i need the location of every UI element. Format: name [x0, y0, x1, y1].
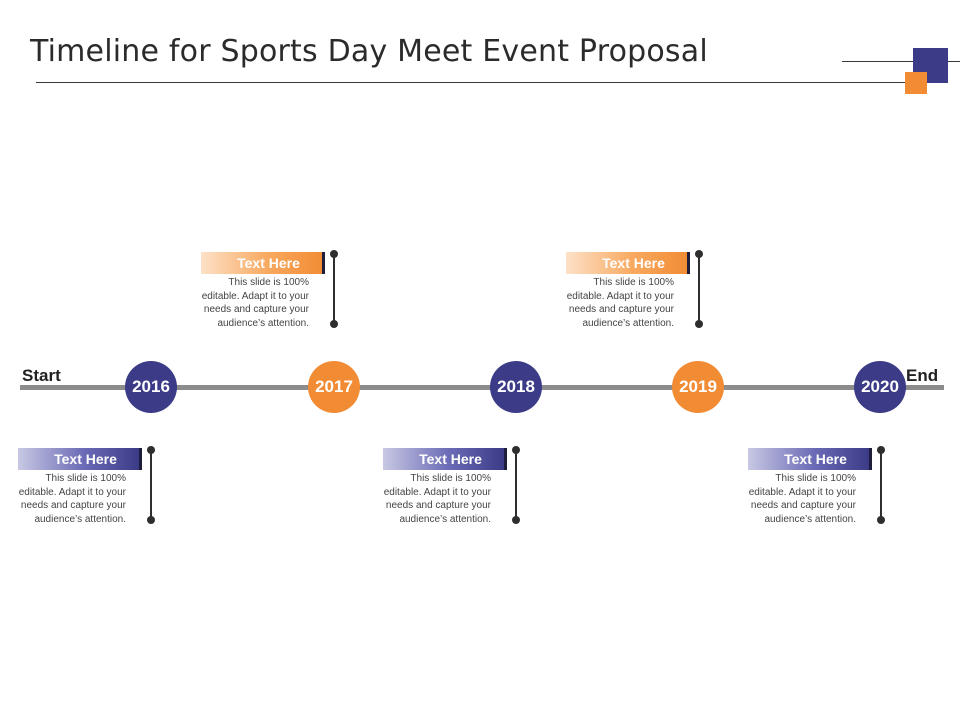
- card-2018: Text Here This slide is 100% editable. A…: [373, 446, 523, 528]
- card-text: This slide is 100% editable. Adapt it to…: [566, 277, 674, 329]
- connector-dot: [147, 516, 155, 524]
- card-2016: Text Here This slide is 100% editable. A…: [8, 446, 158, 528]
- connector-line: [515, 450, 517, 520]
- connector-dot: [512, 446, 520, 454]
- start-label: Start: [22, 366, 61, 385]
- connector-line: [150, 450, 152, 520]
- connector-dot: [695, 320, 703, 328]
- card-text: This slide is 100% editable. Adapt it to…: [748, 473, 856, 525]
- year-marker-2017: 2017: [308, 361, 360, 413]
- corner-rule: [842, 61, 960, 62]
- card-2019: Text Here This slide is 100% editable. A…: [556, 250, 706, 332]
- connector-line: [333, 254, 335, 324]
- connector-dot: [877, 516, 885, 524]
- connector-dot: [695, 250, 703, 258]
- connector-dot: [512, 516, 520, 524]
- year-marker-2020: 2020: [854, 361, 906, 413]
- end-label: End: [906, 366, 939, 385]
- title-underline: [36, 82, 916, 83]
- card-heading: Text Here: [201, 252, 325, 274]
- connector-line: [880, 450, 882, 520]
- card-text: This slide is 100% editable. Adapt it to…: [201, 277, 309, 329]
- year-marker-2016: 2016: [125, 361, 177, 413]
- year-marker-2019: 2019: [672, 361, 724, 413]
- timeline-axis: [20, 385, 944, 390]
- connector-line: [698, 254, 700, 324]
- card-heading: Text Here: [383, 448, 507, 470]
- year-marker-2018: 2018: [490, 361, 542, 413]
- connector-dot: [330, 320, 338, 328]
- connector-dot: [147, 446, 155, 454]
- card-2017: Text Here This slide is 100% editable. A…: [191, 250, 341, 332]
- card-2020: Text Here This slide is 100% editable. A…: [738, 446, 888, 528]
- card-text: This slide is 100% editable. Adapt it to…: [383, 473, 491, 525]
- card-heading: Text Here: [748, 448, 872, 470]
- connector-dot: [330, 250, 338, 258]
- connector-dot: [877, 446, 885, 454]
- card-heading: Text Here: [18, 448, 142, 470]
- card-text: This slide is 100% editable. Adapt it to…: [18, 473, 126, 525]
- card-heading: Text Here: [566, 252, 690, 274]
- page-title: Timeline for Sports Day Meet Event Propo…: [30, 34, 708, 69]
- corner-orange-square: [905, 72, 927, 94]
